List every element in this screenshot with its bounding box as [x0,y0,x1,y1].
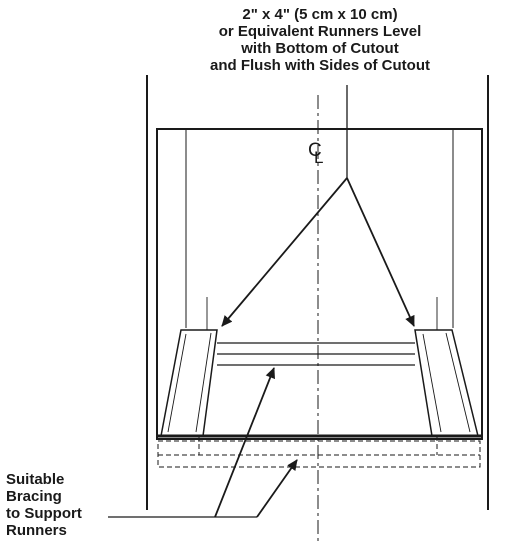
right-runner [414,297,479,437]
runners-callout-line: 2" x 4" (5 cm x 10 cm) [242,6,398,23]
runners-callout-line: or Equivalent Runners Level [218,23,422,40]
bracing-callout-line: Suitable [6,471,65,488]
runners-leader [221,85,415,327]
runners-callout: 2" x 4" (5 cm x 10 cm) or Equivalent Run… [150,6,490,74]
left-runner [160,297,218,437]
centerline-c: C [308,140,322,161]
bracing-callout-line: Runners [6,522,67,539]
bracing-leader [108,367,298,518]
bracing-callout-line: Bracing [6,488,62,505]
bracing-callout: Suitable Bracing to Support Runners [6,471,116,539]
bracing-callout-line: to Support [6,505,82,522]
centerline-symbol: C L [308,140,323,167]
cross-brace [217,342,415,366]
centerline-l: L [314,148,324,167]
runners-callout-line: and Flush with Sides of Cutout [210,57,430,74]
runners-callout-line: with Bottom of Cutout [241,40,399,57]
bracing-dashed-outline [157,436,481,468]
cutout-opening [156,128,483,440]
